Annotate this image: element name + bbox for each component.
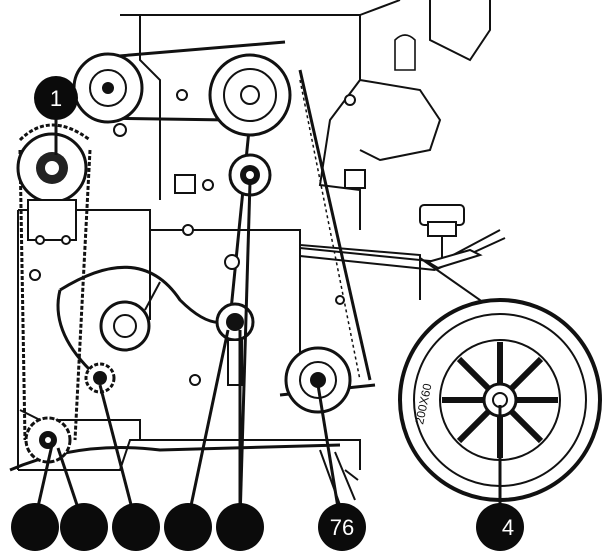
tension-handle — [419, 204, 483, 270]
callout-4 — [112, 503, 160, 551]
callout-1: 1 — [34, 76, 78, 120]
hardware-bolts — [29, 89, 366, 386]
left-idler-pulley — [99, 281, 161, 352]
callout-1-label: 1 — [50, 86, 62, 111]
callout-4-wheel: 4 — [476, 503, 524, 551]
small-sprocket — [84, 362, 116, 394]
drive-belt-inner — [299, 79, 361, 381]
drive-pulley — [284, 346, 352, 414]
callout-76: 76 — [318, 503, 366, 551]
callout-6 — [216, 503, 264, 551]
machine-frame — [9, 0, 506, 506]
callout-2 — [11, 503, 59, 551]
bottom-left-sprocket — [24, 416, 72, 464]
drive-chain — [18, 123, 92, 441]
top-left-pulley — [72, 52, 144, 137]
callout-4-wheel-label: 4 — [502, 515, 514, 540]
upper-sprocket — [16, 132, 88, 245]
top-right-pulley — [208, 53, 292, 137]
callout-76-label: 76 — [330, 515, 354, 540]
callout-5 — [164, 503, 212, 551]
tensioner-pulley — [215, 302, 255, 386]
callout-3 — [60, 503, 108, 551]
